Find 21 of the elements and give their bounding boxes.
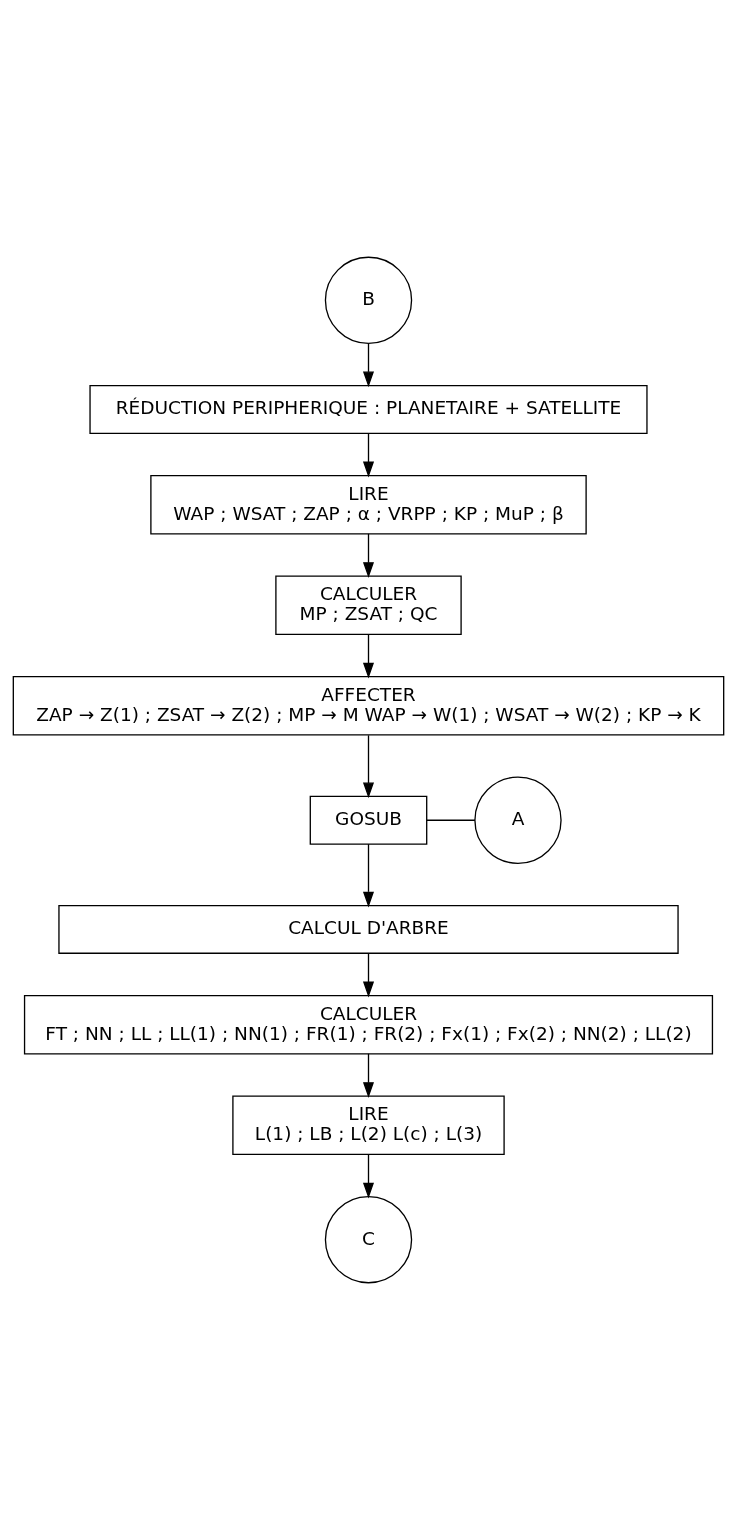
arrow [362,953,375,998]
node-circle: B [324,256,413,345]
arrow [362,633,375,679]
arrow [362,533,375,579]
arrow [362,433,375,478]
arrow [362,843,375,908]
node-box: LIRE L(1) ; LB ; L(2) L(c) ; L(3) [232,1095,505,1155]
node-box: RÉDUCTION PERIPHERIQUE : PLANETAIRE + SATELLITE [89,385,648,434]
connector [426,819,476,821]
node-box: GOSUB [309,795,428,845]
node-box: CALCUL D'ARBRE [58,904,679,954]
arrow [362,1154,375,1199]
arrow [362,1053,375,1099]
node-box: AFFECTER ZAP → Z(1) ; ZSAT → Z(2) ; MP → M WAP → W(1) ; WSAT → W(2) ; KP → K [12,676,725,736]
node-box: CALCULER FT ; NN ; LL ; LL(1) ; NN(1) ; FR(1) ; FR(2) ; Fx(1) ; Fx(2) ; NN(2) ; LL(2) [23,994,714,1055]
node-box: LIRE WAP ; WSAT ; ZAP ; α ; VRPP ; KP ; MuP ; β [150,474,587,535]
arrow [362,734,375,799]
node-box: CALCULER MP ; ZSAT ; QC [275,575,462,636]
arrow [362,343,375,388]
node-circle: C [324,1195,413,1284]
node-circle: A [474,776,562,864]
